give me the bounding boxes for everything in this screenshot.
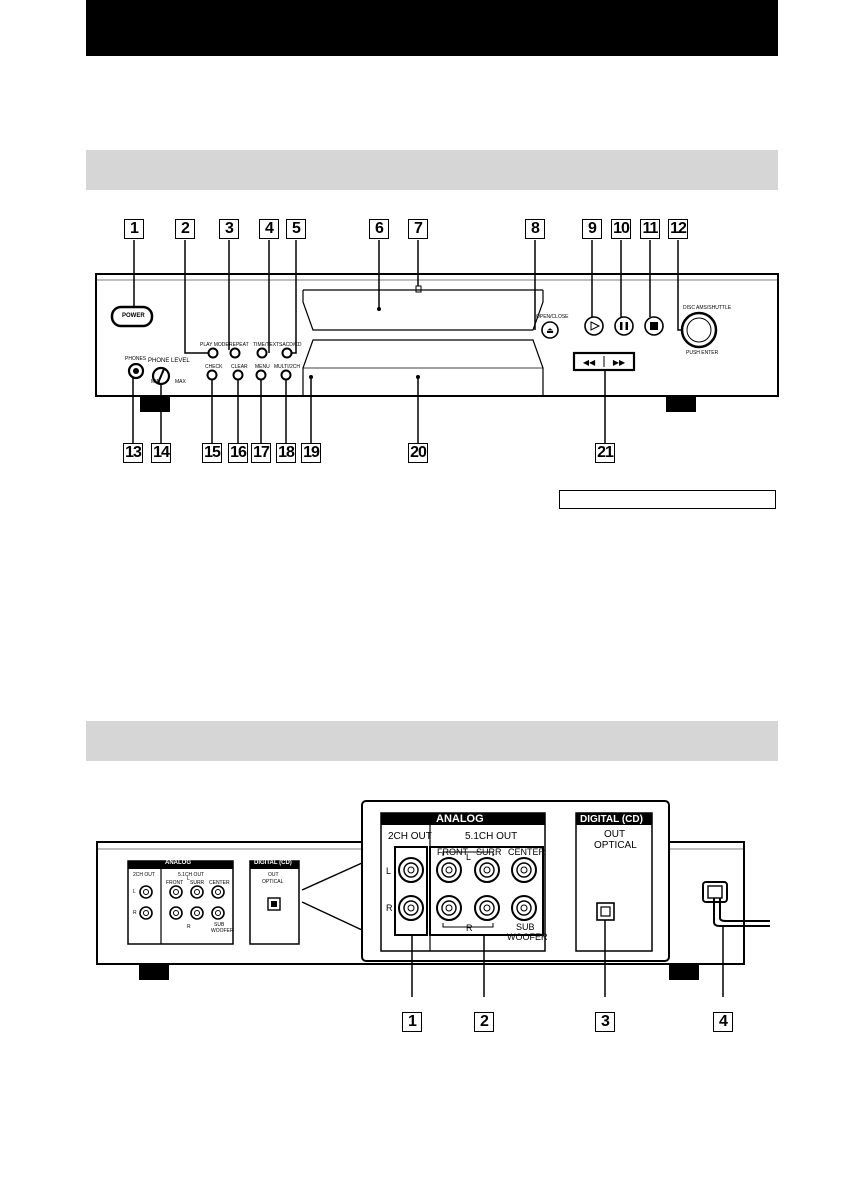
callout-1: 1 (124, 219, 144, 239)
callout-6: 6 (369, 219, 389, 239)
large-sub-label: SUB (516, 922, 535, 932)
rear-callout-4: 4 (713, 1012, 733, 1032)
title-bar (86, 0, 778, 56)
large-r-label: R (386, 903, 393, 913)
power-label: POWER (122, 313, 145, 319)
small-digital-label: DIGITAL (CD) (254, 860, 292, 866)
small-r-label: R (133, 910, 137, 916)
large-woofer-label: WOOFER (507, 932, 548, 942)
play-button (584, 316, 604, 336)
callout-9: 9 (582, 219, 602, 239)
power-button (110, 305, 154, 328)
rear-callout-1: 1 (402, 1012, 422, 1032)
stop-button (644, 316, 664, 336)
callout-8: 8 (525, 219, 545, 239)
callout-21: 21 (595, 443, 615, 463)
svg-text:▶▶: ▶▶ (613, 358, 626, 367)
small-2ch-label: 2CH OUT (133, 872, 155, 878)
callout-7: 7 (408, 219, 428, 239)
callout-3: 3 (219, 219, 239, 239)
callout-14: 14 (151, 443, 171, 463)
callout-13: 13 (123, 443, 143, 463)
callout-4: 4 (259, 219, 279, 239)
large-front-label: FRONT (437, 847, 468, 857)
svg-text:◀◀: ◀◀ (583, 358, 596, 367)
small-optical-label: OPTICAL (262, 879, 284, 885)
callout-18: 18 (276, 443, 296, 463)
time-text-label: TIME/TEXT (253, 342, 280, 348)
open-close-label: OPEN/CLOSE (536, 314, 569, 320)
open-close-button (541, 321, 559, 339)
repeat-label: REPEAT (229, 342, 249, 348)
small-out-label: OUT (268, 872, 279, 878)
small-surr-label: SURR (190, 880, 205, 886)
small-woofer-label: WOOFER (211, 928, 234, 934)
clear-label: CLEAR (231, 364, 248, 370)
small-l-label: L (133, 889, 136, 895)
note-box (559, 490, 776, 509)
large-out-label: OUT (604, 829, 626, 840)
small-sub-label: SUB (214, 922, 225, 928)
pause-button (614, 316, 634, 336)
check-label: CHECK (205, 364, 223, 370)
rear-callout-3: 3 (595, 1012, 615, 1032)
large-l-bracket-label: L (466, 852, 472, 862)
large-center-label: CENTER (508, 847, 546, 857)
callout-10: 10 (611, 219, 631, 239)
callout-12: 12 (668, 219, 688, 239)
rear-callout-2: 2 (474, 1012, 494, 1032)
large-digital-label: DIGITAL (CD) (580, 814, 643, 825)
callout-16: 16 (228, 443, 248, 463)
menu-label: MENU (255, 364, 270, 370)
large-r-bracket-label: R (466, 923, 473, 933)
svg-text:⏏: ⏏ (546, 326, 554, 335)
callout-11: 11 (640, 219, 660, 239)
rear-panel-diagram (96, 800, 770, 997)
push-enter-label: PUSH ENTER (686, 350, 719, 356)
large-2ch-label: 2CH OUT (388, 831, 432, 842)
callout-17: 17 (251, 443, 271, 463)
phones-label: PHONES (125, 356, 147, 362)
small-center-label: CENTER (209, 880, 230, 886)
front-panel-section-header (86, 150, 778, 190)
callout-20: 20 (408, 443, 428, 463)
callout-2: 2 (175, 219, 195, 239)
rear-panel-section-header (86, 721, 778, 761)
callout-5: 5 (286, 219, 306, 239)
min-label: MIN (151, 379, 161, 385)
amms-label: DISC AMS/SHUTTLE (683, 305, 732, 311)
phone-level-label: PHONE LEVEL (148, 358, 190, 364)
sacd-cd-label: SACD/CD (279, 342, 302, 348)
small-analog-label: ANALOG (165, 860, 191, 866)
small-front-label: FRONT (166, 880, 184, 886)
play-mode-label: PLAY MODE (200, 342, 229, 348)
callout-19: 19 (301, 443, 321, 463)
callout-15: 15 (202, 443, 222, 463)
small-l-bracket-label: L (187, 876, 190, 882)
small-51ch-label: 5.1CH OUT (178, 872, 205, 878)
max-label: MAX (175, 379, 186, 385)
multi-2ch-label: MULTI/2CH (274, 364, 301, 370)
large-optical-label: OPTICAL (594, 840, 637, 851)
small-r-bracket-label: R (187, 924, 191, 930)
large-analog-label: ANALOG (436, 813, 484, 825)
front-panel-diagram: ⏏ ◀◀ ▶▶ (95, 240, 779, 443)
large-51ch-label: 5.1CH OUT (465, 831, 518, 842)
large-surr-label: SURR (476, 847, 502, 857)
large-l-label: L (386, 866, 392, 876)
